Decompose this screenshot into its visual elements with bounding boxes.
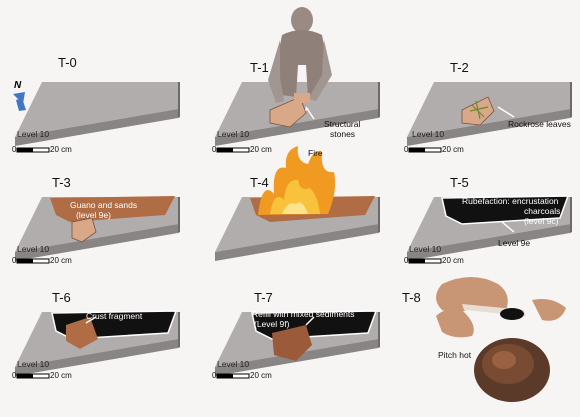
pitch-illustration <box>436 277 566 402</box>
level-label: Level 10 <box>409 244 442 254</box>
guano-layer <box>50 196 175 222</box>
stage-title: T-4 <box>250 175 269 190</box>
stage-t7: T-7 Level 10 Refill with mixed sediments… <box>210 285 400 417</box>
level-label: Level 10 <box>217 359 250 369</box>
annotation-rockrose: Rockrose leaves <box>508 119 571 129</box>
figure-illustration <box>268 7 332 103</box>
annotation-rubefaction: Rubefaction: encrustation <box>462 196 559 206</box>
stage-t5: T-5 Level 10 Rubefaction: encrustation c… <box>402 170 580 302</box>
slab <box>15 196 180 261</box>
north-arrow-icon <box>13 92 26 111</box>
stage-title: T-8 <box>402 290 421 305</box>
annotation-level-9e: Level 9e <box>498 238 531 248</box>
stage-t1: T-1 Level 10 Structural stones 0 20 cm <box>210 7 400 187</box>
stage-title: T-6 <box>52 290 71 305</box>
annotation-level-9c: (level 9c) <box>524 216 559 226</box>
structural-stones <box>71 217 97 243</box>
stage-title: T-5 <box>450 175 469 190</box>
level-label: Level 10 <box>217 129 250 139</box>
slab <box>407 82 572 146</box>
annotation-level-9f: (Level 9f) <box>254 319 290 329</box>
stage-t2: T-2 Level 10 Rockrose leaves 0 20 cm <box>402 55 580 187</box>
annotation-level-9e: (level 9e) <box>76 210 111 220</box>
level-label: Level 10 <box>17 129 50 139</box>
pitch-blob <box>500 308 524 320</box>
stage-title: T-3 <box>52 175 71 190</box>
stage-t4: T-4 Fire <box>210 146 400 302</box>
stage-t3: T-3 Level 10 Guano and sands (level 9e) … <box>10 170 200 302</box>
stage-t0: T-0 Level 10 0 20 cm <box>10 55 200 187</box>
fire-flames <box>258 146 336 215</box>
rockrose-leaves <box>469 100 489 120</box>
north-compass: N <box>10 80 30 112</box>
stage-title: T-0 <box>58 55 77 70</box>
annotation-guano: Guano and sands <box>70 200 138 210</box>
stage-title: T-1 <box>250 60 269 75</box>
annotation-fire: Fire <box>308 148 323 158</box>
stage-title: T-2 <box>450 60 469 75</box>
slab <box>15 310 180 376</box>
annotation-stones: stones <box>330 129 356 139</box>
level-label: Level 10 <box>17 244 50 254</box>
crust-fragment <box>66 317 98 349</box>
stage-t8: T-8 Pitch hot <box>402 270 580 408</box>
refill-sediments <box>272 325 312 361</box>
slab <box>407 195 572 261</box>
level-label: Level 10 <box>17 359 50 369</box>
stage-title: T-7 <box>254 290 273 305</box>
level-label: Level 10 <box>412 129 445 139</box>
annotation-crust: Crust fragment <box>86 311 143 321</box>
slab <box>215 146 380 261</box>
annotation-charcoals: charcoals <box>524 206 561 216</box>
encrustation-layer <box>441 195 570 225</box>
annotation-structural: Structural <box>324 119 361 129</box>
slab <box>15 82 180 146</box>
slab <box>215 310 380 376</box>
stage-t6: T-6 Level 10 Crust fragment 0 20 cm <box>10 285 200 417</box>
north-label: N <box>14 80 22 91</box>
annotation-pitch-hot: Pitch hot <box>438 350 472 360</box>
annotation-refill: Refill with mixed sediments <box>252 309 355 319</box>
slab <box>215 7 380 146</box>
